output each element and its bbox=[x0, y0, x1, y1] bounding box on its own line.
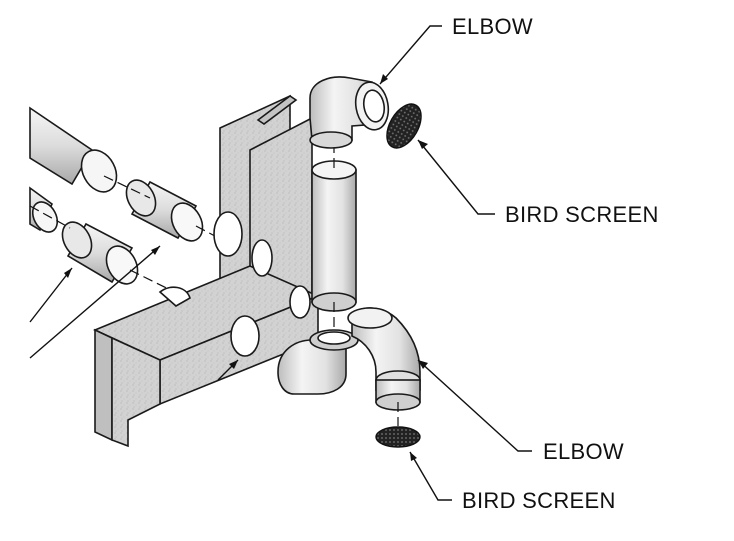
top-elbow bbox=[309, 76, 390, 149]
leader-lines bbox=[29, 25, 532, 501]
bird-screen-bottom-label: BIRD SCREEN bbox=[462, 488, 616, 513]
bird-screen-top-label: BIRD SCREEN bbox=[505, 202, 659, 227]
elbow-top-label: ELBOW bbox=[452, 14, 533, 39]
top-bird-screen bbox=[386, 103, 422, 149]
bottom-elbow bbox=[347, 307, 421, 411]
bottom-left-elbow bbox=[277, 329, 359, 395]
left-pipe-lower bbox=[29, 186, 59, 233]
elbow-bottom-label: ELBOW bbox=[543, 439, 624, 464]
pipe-coupling-upper bbox=[125, 179, 204, 242]
wall-mounting-bracket bbox=[93, 94, 321, 448]
left-pipe-upper bbox=[29, 106, 118, 193]
vertical-vent-pipe bbox=[311, 160, 357, 312]
pipe-coupling-lower bbox=[61, 221, 139, 285]
bottom-bird-screen bbox=[375, 426, 421, 448]
